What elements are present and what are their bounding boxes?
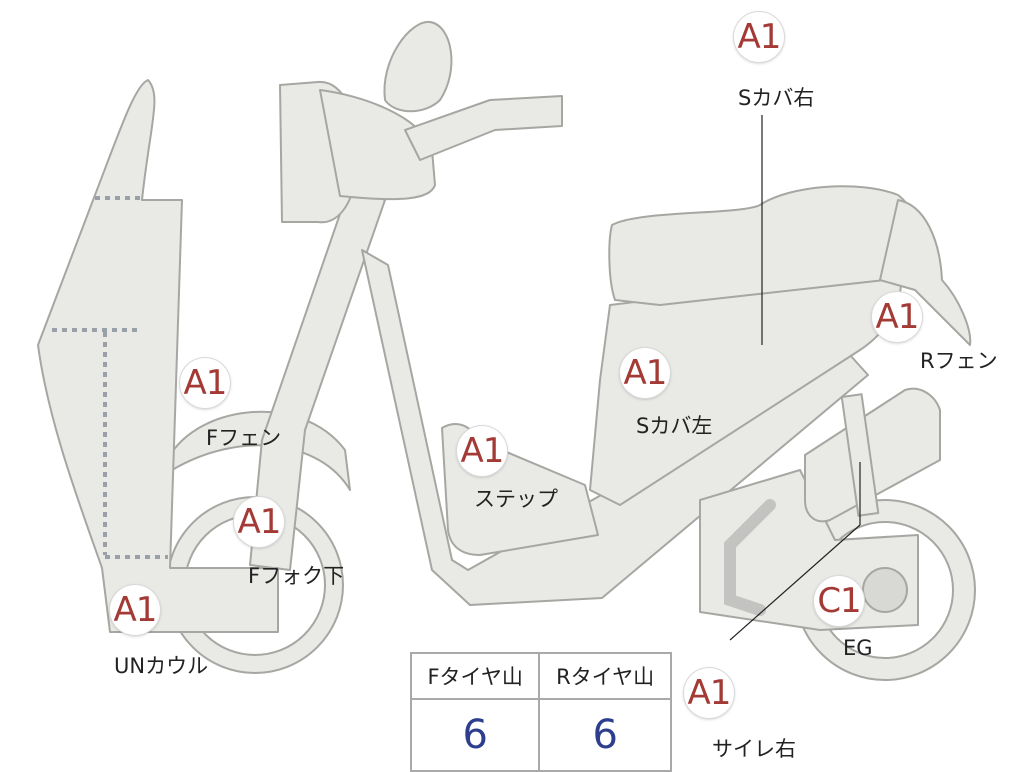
grade-badge-f-fender[interactable]: A1 (180, 358, 230, 408)
tire-table-value-row: 6 6 (409, 698, 672, 772)
tire-tread-table: Fタイヤ山 Rタイヤ山 6 6 (409, 652, 672, 772)
rear-fender-shape (879, 199, 972, 346)
part-label-engine: EG (843, 636, 873, 660)
muffler-bracket-shape (724, 499, 776, 616)
part-label-s-cover-right: Sカバ右 (738, 86, 815, 110)
part-label-r-fender: Rフェン (920, 349, 998, 373)
leader-lines (729, 115, 861, 641)
grade-badge-step[interactable]: A1 (457, 426, 507, 476)
rear-tire-header: Rタイヤ山 (538, 652, 672, 700)
part-label-un-cowl: UNカウル (114, 654, 209, 678)
grade-badge-r-fender[interactable]: A1 (872, 292, 922, 342)
front-tire-header: Fタイヤ山 (409, 652, 541, 700)
leg-shield-shape (37, 79, 279, 633)
mirror-shape (383, 20, 453, 113)
grade-badge-s-cover-left[interactable]: A1 (620, 348, 670, 398)
part-label-muffler-right: サイレ右 (712, 737, 796, 761)
handlebar-shape (404, 95, 563, 161)
grade-badge-engine[interactable]: C1 (814, 576, 864, 626)
grade-badge-muffler-right[interactable]: A1 (684, 668, 734, 718)
muffler-shape (804, 387, 941, 523)
tire-table-header-row: Fタイヤ山 Rタイヤ山 (409, 652, 672, 700)
rear-hub-shape (862, 567, 908, 613)
leg-shield-dotted-lines (52, 196, 168, 559)
front-tire-value[interactable]: 6 (409, 698, 541, 772)
rear-tire-value[interactable]: 6 (538, 698, 672, 772)
grade-badge-s-cover-right[interactable]: A1 (734, 12, 784, 62)
grade-badge-un-cowl[interactable]: A1 (110, 585, 160, 635)
part-label-f-fender: Fフェン (206, 426, 282, 450)
part-label-s-cover-left: Sカバ左 (636, 414, 713, 438)
part-label-f-fork-lower: Fフォク下 (248, 564, 345, 588)
frame-tube-shape (361, 249, 869, 606)
handlebar-cover-shape (319, 89, 436, 201)
part-label-step: ステップ (474, 487, 558, 511)
grade-badge-f-fork-lower[interactable]: A1 (234, 497, 284, 547)
rear-shock-shape (840, 393, 880, 517)
